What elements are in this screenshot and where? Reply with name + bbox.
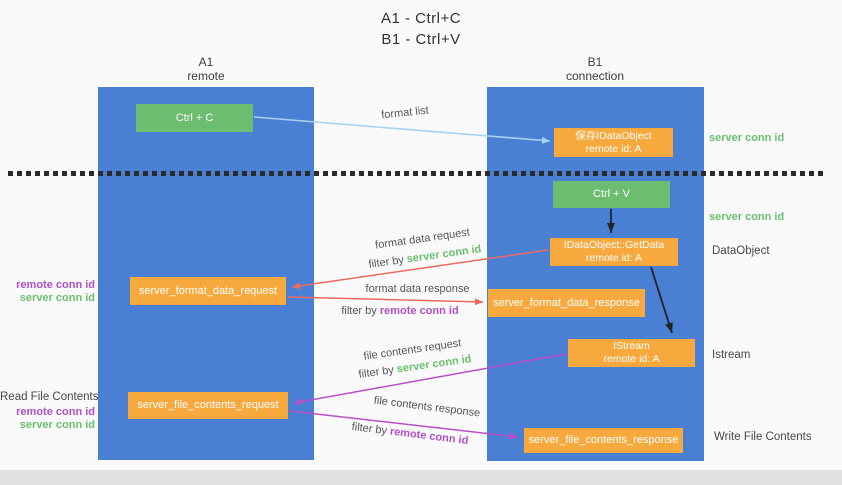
node-server-file-contents-request: server_file_contents_request [128,392,288,419]
title-line-2: B1 - Ctrl+V [381,31,461,48]
label-format-list: format list [380,104,430,122]
label-filter-remote-1: filter by remote conn id [340,305,460,317]
label-filter-remote-2-prefix: filter by [351,420,391,438]
node-ctrl-c-label: Ctrl + C [175,111,214,124]
label-dataobject: DataObject [712,245,770,257]
arrow-format-data-response [287,296,484,306]
node-server-format-data-response: server_format_data_response [488,289,645,317]
header-b1-id: B1 [587,55,603,69]
label-server-conn-id-top: server conn id [709,132,785,144]
label-filter-server-2-prefix: filter by [357,363,398,381]
node-server-file-contents-request-label: server_file_contents_request [137,399,279,411]
phase-separator-line [8,171,826,176]
header-a1: A1 remote [146,55,266,83]
label-remote-conn-id-2: remote conn id [16,406,95,418]
node-istream-line2: remote id: A [603,353,660,365]
header-b1-name: connection [565,69,625,83]
label-istream: Istream [712,349,751,361]
node-istream-line1: IStream [613,340,650,352]
bottom-edge-strip [0,470,842,485]
node-istream: IStream remote id: A [568,339,695,367]
node-server-format-data-request-label: server_format_data_request [138,284,278,297]
label-file-contents-response: file contents response [373,394,481,420]
label-write-file-contents: Write File Contents [714,431,812,443]
label-server-conn-id-left-2: server conn id [19,419,95,431]
node-server-file-contents-response: server_file_contents_response [524,428,683,453]
label-format-data-response: format data response [365,283,470,295]
label-filter-remote-2: filter by remote conn id [350,421,471,448]
node-getdata-line2: remote id: A [585,252,643,264]
node-server-file-contents-response-label: server_file_contents_response [528,434,679,446]
label-filter-remote-2-value: remote conn id [389,425,469,448]
node-server-format-data-request: server_format_data_request [130,277,286,305]
label-filter-server-1-value: server conn id [405,243,483,266]
label-filter-server-1-prefix: filter by [367,253,408,271]
node-ctrl-v-label: Ctrl + V [593,188,630,200]
node-getdata-line1: IDataObject::GetData [563,239,665,251]
node-save-idataobject: 保存IDataObject remote id: A [554,128,673,157]
header-a1-id: A1 [198,55,214,69]
label-server-conn-id-left-1: server conn id [19,292,95,304]
node-server-format-data-response-label: server_format_data_response [493,296,640,309]
node-save-idataobject-line1: 保存IDataObject [575,129,652,142]
node-save-idataobject-line2: remote id: A [585,142,642,155]
label-remote-conn-id-1: remote conn id [16,279,95,291]
label-server-conn-id-mid: server conn id [709,211,785,223]
node-ctrl-c: Ctrl + C [136,104,253,132]
label-filter-remote-1-prefix: filter by [341,305,380,317]
label-read-file-contents: Read File Contents [0,391,99,403]
node-ctrl-v: Ctrl + V [553,181,670,208]
label-filter-remote-1-value: remote conn id [379,305,459,317]
node-getdata: IDataObject::GetData remote id: A [550,238,678,266]
header-b1: B1 connection [535,55,655,83]
title-line-1: A1 - Ctrl+C [380,10,462,27]
header-a1-name: remote [187,69,225,83]
